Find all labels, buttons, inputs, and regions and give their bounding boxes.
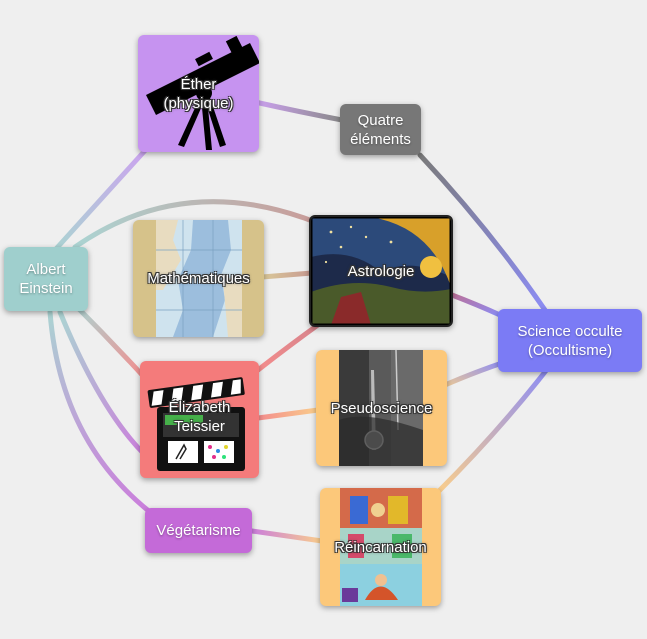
- node-science-occulte[interactable]: Science occulte (Occultisme): [498, 309, 642, 372]
- maths-label: Mathématiques: [147, 270, 250, 287]
- node-ether[interactable]: Éther (physique): [138, 35, 259, 152]
- painting-image: [340, 488, 422, 606]
- edge-teissier-pseudoscience: [255, 407, 321, 421]
- edge-einstein-vegetarisme: [47, 309, 153, 515]
- telescope-icon: [146, 35, 259, 150]
- edge-einstein-teissier: [72, 302, 148, 381]
- edge-reincarnation-occultisme: [435, 365, 551, 495]
- reincarnation-label: Réincarnation: [334, 538, 427, 556]
- photograph-image: [339, 350, 423, 466]
- ether-label-line1: Éther: [180, 75, 217, 93]
- teissier-label-line1: Élizabeth: [168, 398, 231, 416]
- ether-label-line2: (physique): [163, 94, 234, 112]
- einstein-label-line1: Albert: [26, 261, 66, 278]
- node-pseudoscience[interactable]: Pseudoscience: [316, 350, 447, 466]
- edge-astrologie-occultisme: [449, 292, 503, 318]
- node-elizabeth-teissier[interactable]: Élizabeth Teissier: [140, 361, 259, 478]
- flammarion-engraving-image: [311, 217, 451, 325]
- node-albert-einstein[interactable]: Albert Einstein: [4, 247, 88, 311]
- edge-mathematiques-astrologie: [259, 270, 315, 280]
- node-astrologie[interactable]: Astrologie: [309, 215, 453, 327]
- einstein-label-line2: Einstein: [19, 280, 73, 297]
- edge-pseudoscience-occultisme: [442, 359, 508, 388]
- edge-vegetarisme-reincarnation: [249, 528, 325, 544]
- film-clapperboard-icon: [147, 377, 245, 471]
- quatre-label-line2: éléments: [350, 130, 411, 148]
- occulte-label-line1: Science occulte: [517, 322, 623, 340]
- edge-teissier-astrologie: [255, 319, 325, 373]
- occulte-label-line2: (Occultisme): [527, 341, 613, 359]
- quatre-label-line1: Quatre: [357, 111, 404, 129]
- edge-quatre-elements-occultisme: [417, 152, 548, 313]
- edge-einstein-ether: [52, 142, 153, 253]
- node-mathematiques[interactable]: Mathématiques: [133, 220, 264, 337]
- vegetarisme-label: Végétarisme: [156, 522, 241, 539]
- pseudo-label: Pseudoscience: [330, 399, 433, 417]
- node-vegetarisme[interactable]: Végétarisme: [145, 508, 252, 553]
- node-quatre-elements[interactable]: Quatre éléments: [340, 104, 421, 155]
- node-reincarnation[interactable]: Réincarnation: [320, 488, 441, 606]
- astrologie-label: Astrologie: [347, 262, 415, 280]
- map-image: [156, 220, 242, 337]
- edge-ether-quatre-elements: [252, 99, 345, 123]
- edge-einstein-teissier-long: [57, 309, 148, 458]
- teissier-label-line2: Teissier: [174, 417, 225, 435]
